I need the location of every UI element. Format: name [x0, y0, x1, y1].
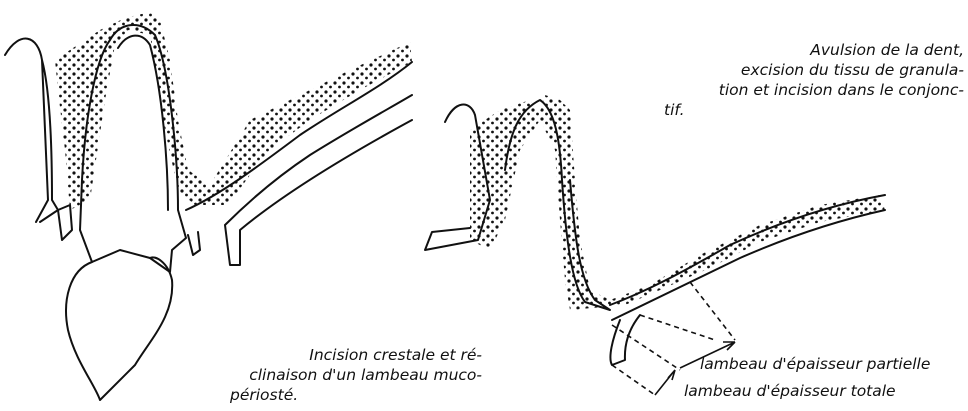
caption-incision: Incision crestale et ré- clinaison d'un …	[230, 345, 482, 405]
right-drawing	[425, 95, 885, 395]
right-flap-line	[612, 210, 885, 320]
label-full-thickness-flap: lambeau d'épaisseur totale	[684, 382, 896, 400]
caption-incision-line-3: périosté.	[230, 385, 482, 405]
right-gingiva-stipple	[470, 95, 885, 310]
caption-avulsion-line-4: tif.	[664, 100, 964, 120]
caption-incision-line-2: clinaison d'un lambeau muco-	[230, 365, 482, 385]
guide-dashed-3	[640, 315, 715, 340]
caption-incision-line-1: Incision crestale et ré-	[230, 345, 482, 365]
guide-dashed-1	[612, 325, 680, 370]
caption-avulsion: Avulsion de la dent, excision du tissu d…	[664, 40, 964, 120]
caption-avulsion-line-3: tion et incision dans le conjonc-	[664, 80, 964, 100]
caption-avulsion-line-1: Avulsion de la dent,	[664, 40, 964, 60]
left-stub	[188, 232, 200, 255]
left-drawing	[5, 12, 412, 400]
guide-dashed-partial	[690, 282, 735, 340]
caption-avulsion-line-2: excision du tissu de granula-	[664, 60, 964, 80]
guide-dashed-2	[612, 365, 655, 395]
left-tooth-root	[66, 257, 172, 400]
label-partial-thickness-flap: lambeau d'épaisseur partielle	[700, 355, 930, 373]
left-fragment	[58, 205, 72, 240]
arrow-total	[655, 370, 675, 395]
left-adjacent-contour	[5, 39, 58, 222]
